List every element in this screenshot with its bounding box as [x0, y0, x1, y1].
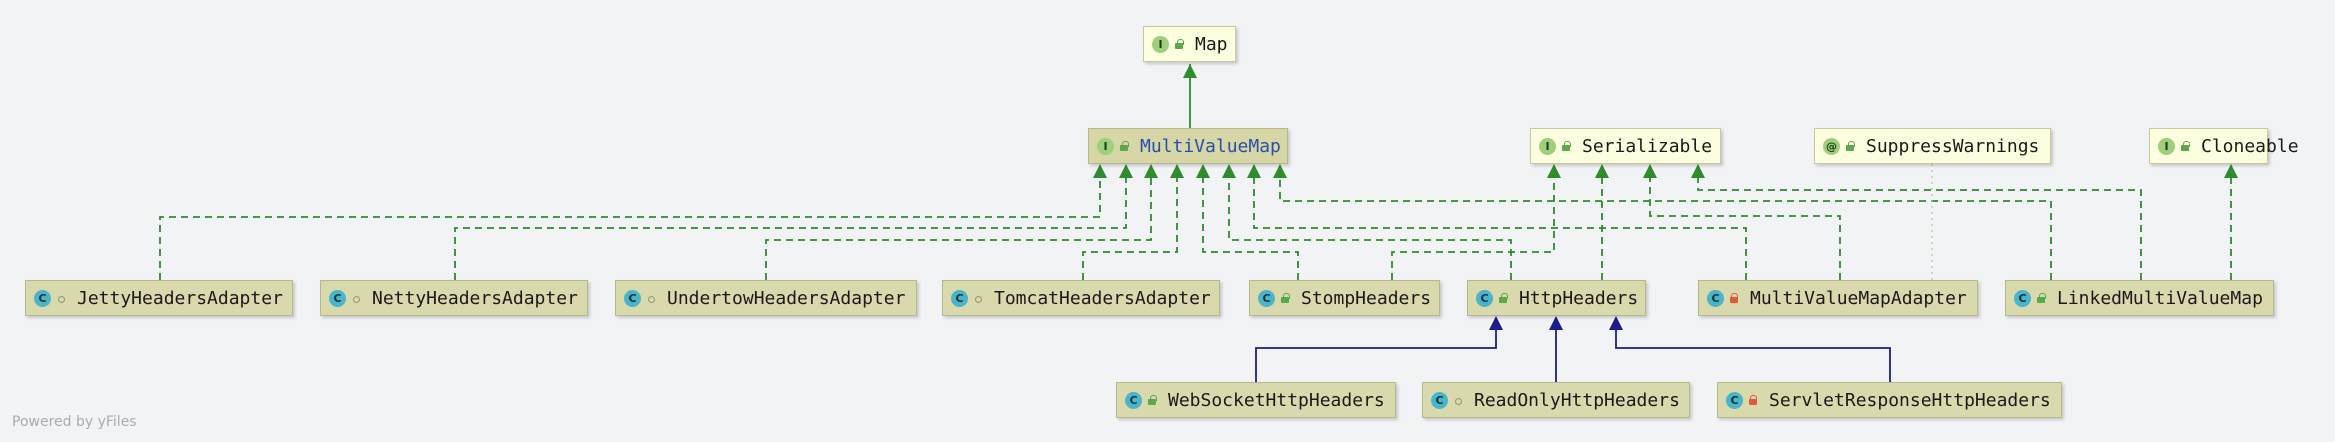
- node-multi-value-map-adapter[interactable]: C MultiValueMapAdapter: [1698, 280, 1978, 316]
- edge-implements-line: [1391, 178, 1555, 280]
- node-label: LinkedMultiValueMap: [2057, 287, 2263, 309]
- edge-implements-line: [1082, 178, 1178, 280]
- class-kind-icon: C: [1726, 391, 1743, 409]
- public-visibility-icon: [1119, 140, 1130, 152]
- implements-arrowhead: [1273, 164, 1287, 178]
- edge-implements-line: [1228, 178, 1512, 280]
- implements-arrowhead: [1595, 164, 1609, 178]
- inheritance-arrowhead: [1609, 316, 1623, 330]
- class-kind-icon: C: [2014, 289, 2031, 307]
- implements-arrowhead: [1691, 164, 1705, 178]
- public-visibility-icon: [2180, 140, 2191, 152]
- inheritance-arrowhead: [1183, 64, 1197, 78]
- node-http-headers[interactable]: C HttpHeaders: [1467, 280, 1646, 316]
- implements-arrowhead: [1119, 164, 1133, 178]
- class-kind-icon: C: [951, 289, 968, 307]
- public-visibility-icon: [1174, 38, 1185, 50]
- edge-implements-line: [454, 178, 1127, 280]
- node-label: StompHeaders: [1301, 287, 1432, 309]
- node-servlet-response-http-headers[interactable]: C ServletResponseHttpHeaders: [1717, 382, 2062, 418]
- node-web-socket-http-headers[interactable]: C WebSocketHttpHeaders: [1116, 382, 1396, 418]
- package-visibility-icon: [1453, 395, 1464, 406]
- annotation-kind-icon: @: [1823, 137, 1840, 155]
- node-label: JettyHeadersAdapter: [77, 287, 283, 309]
- node-label: SuppressWarnings: [1866, 135, 2040, 157]
- public-visibility-icon: [1561, 140, 1572, 152]
- node-label: NettyHeadersAdapter: [372, 287, 578, 309]
- implements-arrowhead: [1222, 164, 1236, 178]
- node-read-only-http-headers[interactable]: C ReadOnlyHttpHeaders: [1422, 382, 1690, 418]
- node-label: Cloneable: [2201, 135, 2299, 157]
- public-visibility-icon: [1498, 292, 1509, 304]
- class-kind-icon: C: [1431, 391, 1448, 409]
- node-map[interactable]: I Map: [1143, 26, 1236, 62]
- node-label: MultiValueMapAdapter: [1750, 287, 1967, 309]
- package-visibility-icon: [351, 293, 362, 304]
- interface-kind-icon: I: [1539, 137, 1556, 155]
- node-serializable[interactable]: I Serializable: [1530, 128, 1721, 164]
- node-label: HttpHeaders: [1519, 287, 1639, 309]
- node-label: ServletResponseHttpHeaders: [1769, 389, 2051, 411]
- implements-arrowhead: [1547, 164, 1561, 178]
- package-visibility-icon: [646, 293, 657, 304]
- edge-implements-line: [159, 178, 1101, 280]
- edge-extends-line: [1255, 330, 1497, 382]
- public-visibility-icon: [2036, 292, 2047, 304]
- public-visibility-icon: [1147, 394, 1158, 406]
- node-label: Serializable: [1582, 135, 1713, 157]
- private-visibility-icon: [1729, 292, 1740, 304]
- package-visibility-icon: [973, 293, 984, 304]
- private-visibility-icon: [1748, 394, 1759, 406]
- node-netty-headers-adapter[interactable]: C NettyHeadersAdapter: [320, 280, 588, 316]
- public-visibility-icon: [1845, 140, 1856, 152]
- interface-kind-icon: I: [1152, 35, 1169, 53]
- node-multi-value-map[interactable]: I MultiValueMap: [1088, 128, 1288, 164]
- edge-implements-line: [1279, 178, 2052, 280]
- implements-arrowhead: [2224, 164, 2238, 178]
- interface-kind-icon: I: [2158, 137, 2175, 155]
- node-label: UndertowHeadersAdapter: [667, 287, 906, 309]
- class-kind-icon: C: [329, 289, 346, 307]
- node-label: Map: [1195, 33, 1228, 55]
- class-kind-icon: C: [1707, 289, 1724, 307]
- class-kind-icon: C: [624, 289, 641, 307]
- node-label: WebSocketHttpHeaders: [1168, 389, 1385, 411]
- implements-arrowhead: [1196, 164, 1210, 178]
- class-kind-icon: C: [1258, 289, 1275, 307]
- class-kind-icon: C: [34, 289, 51, 307]
- node-suppress-warnings[interactable]: @ SuppressWarnings: [1814, 128, 2051, 164]
- edge-implements-line: [1202, 178, 1299, 280]
- package-visibility-icon: [56, 293, 67, 304]
- node-label: TomcatHeadersAdapter: [994, 287, 1211, 309]
- implements-arrowhead: [1093, 164, 1107, 178]
- class-kind-icon: C: [1476, 289, 1493, 307]
- public-visibility-icon: [1280, 292, 1291, 304]
- node-stomp-headers[interactable]: C StompHeaders: [1249, 280, 1440, 316]
- edge-implements-line: [1253, 178, 1747, 280]
- implements-arrowhead: [1170, 164, 1184, 178]
- edge-extends-line: [1615, 330, 1891, 382]
- inheritance-arrowhead: [1489, 316, 1503, 330]
- node-tomcat-headers-adapter[interactable]: C TomcatHeadersAdapter: [942, 280, 1220, 316]
- implements-arrowhead: [1643, 164, 1657, 178]
- edge-implements-line: [765, 178, 1152, 280]
- interface-kind-icon: I: [1097, 137, 1114, 155]
- node-undertow-headers-adapter[interactable]: C UndertowHeadersAdapter: [615, 280, 917, 316]
- powered-by-label: Powered by yFiles: [12, 414, 137, 430]
- node-label: ReadOnlyHttpHeaders: [1474, 389, 1680, 411]
- inheritance-arrowhead: [1549, 316, 1563, 330]
- node-cloneable[interactable]: I Cloneable: [2149, 128, 2299, 164]
- edge-implements-line: [1697, 178, 2142, 280]
- implements-arrowhead: [1144, 164, 1158, 178]
- node-jetty-headers-adapter[interactable]: C JettyHeadersAdapter: [25, 280, 293, 316]
- implements-arrowhead: [1247, 164, 1261, 178]
- node-label: MultiValueMap: [1140, 135, 1281, 157]
- node-linked-multi-value-map[interactable]: C LinkedMultiValueMap: [2005, 280, 2274, 316]
- edge-implements-line: [1649, 178, 1841, 280]
- class-kind-icon: C: [1125, 391, 1142, 409]
